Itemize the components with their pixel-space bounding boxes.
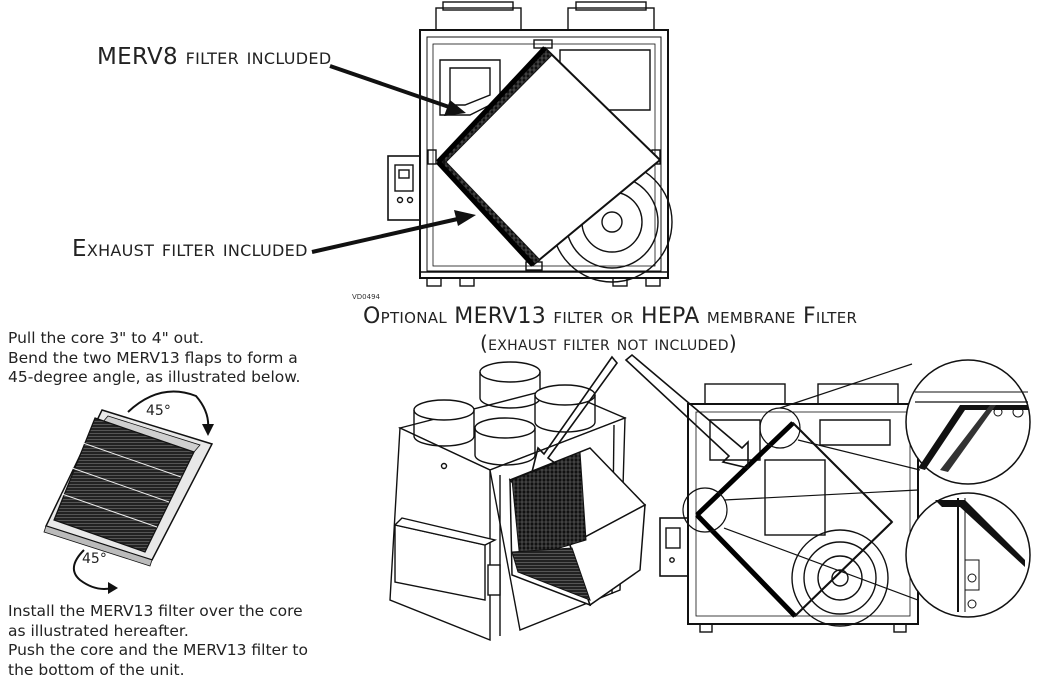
angle-label-top: 45° <box>146 403 171 419</box>
top-core <box>436 46 662 267</box>
detail-view-bottom <box>905 492 1031 618</box>
instruction-line: Install the MERV13 filter over the core <box>8 602 303 620</box>
exhaust-filter-label: Exhaust filter included <box>72 236 308 262</box>
instruction-line: Pull the core 3" to 4" out. <box>8 329 204 347</box>
instruction-line: as illustrated hereafter. <box>8 621 189 640</box>
front-unit <box>659 383 919 633</box>
zoom-markers <box>682 363 921 601</box>
merv13-filter-panel <box>43 409 214 567</box>
angle-arrows <box>73 390 214 594</box>
front-core <box>695 421 894 618</box>
optional-filter-callout <box>530 353 749 474</box>
instruction-line: Bend the two MERV13 flaps to form a <box>8 348 298 367</box>
optional-filter-subtitle: (exhaust filter not included) <box>480 331 737 355</box>
angle-label-bottom: 45° <box>82 551 107 567</box>
figure-code: VD0494 <box>352 293 380 301</box>
instructions-bottom: Install the MERV13 filter over the core … <box>8 602 308 680</box>
top-callout-arrows <box>311 64 476 254</box>
merv8-label: MERV8 filter included <box>97 44 332 70</box>
optional-filter-title: Optional MERV13 filter or HEPA membrane … <box>363 304 858 329</box>
instructions-top: Pull the core 3" to 4" out. Bend the two… <box>8 329 300 388</box>
instruction-line: 45-degree angle, as illustrated below. <box>8 368 301 386</box>
iso-core <box>508 447 647 607</box>
instruction-line: Push the core and the MERV13 filter to <box>8 641 308 659</box>
instruction-line: the bottom of the unit. <box>8 660 185 679</box>
detail-view-top <box>905 359 1031 485</box>
